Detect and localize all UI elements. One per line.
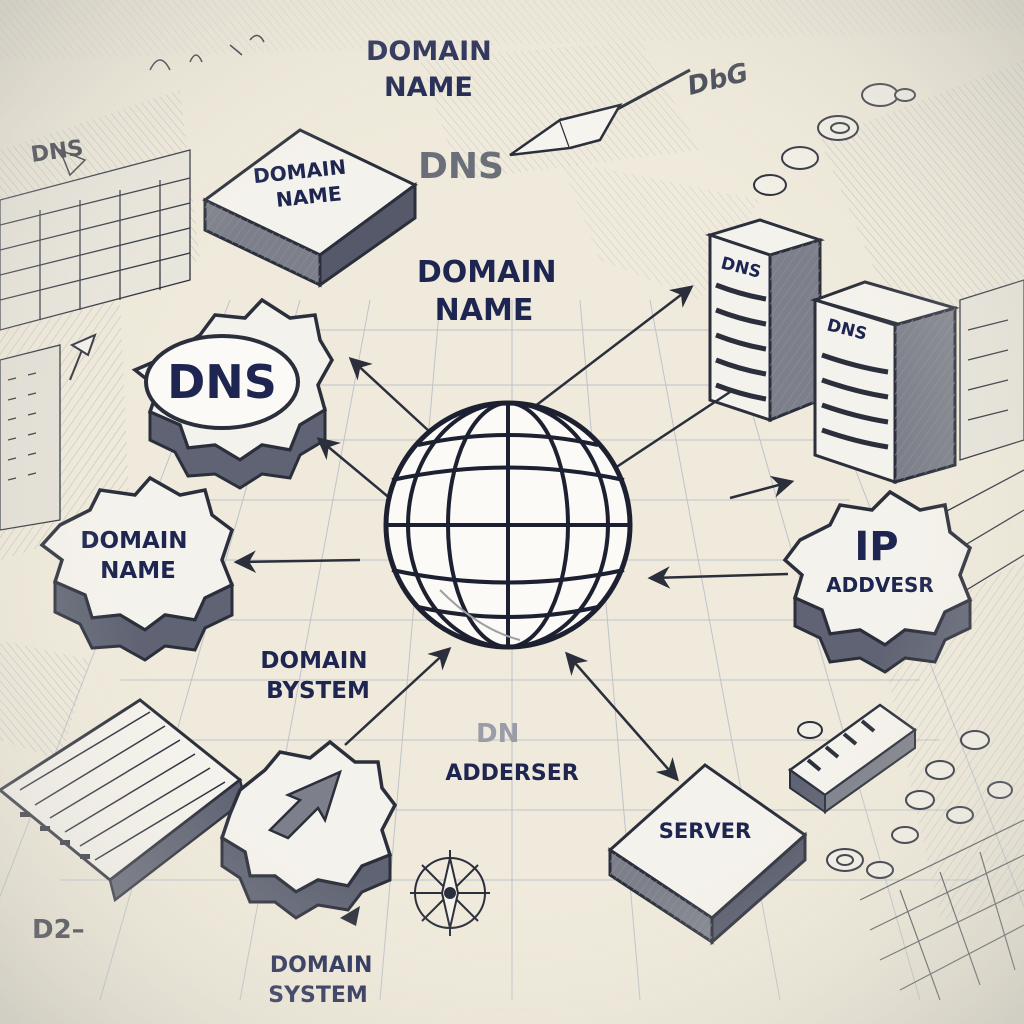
globe-icon: [383, 400, 633, 650]
label-adderser: ADDERSER: [445, 761, 578, 786]
heading-domain-name-top-line2: NAME: [384, 72, 473, 103]
server-block-label: SERVER: [659, 819, 751, 843]
scribble-d2-bottom-left: D2–: [32, 915, 85, 945]
scribble-dns-top-center: DNS: [418, 146, 504, 187]
dns-gear-label: DNS: [167, 355, 277, 409]
heading-domain-name-top-line1: DOMAIN: [366, 36, 492, 67]
dns-server-tower-2: DNS: [810, 280, 960, 485]
label-dn-faint: DN: [476, 719, 519, 749]
dns-server-tower-1: DNS: [705, 218, 825, 423]
